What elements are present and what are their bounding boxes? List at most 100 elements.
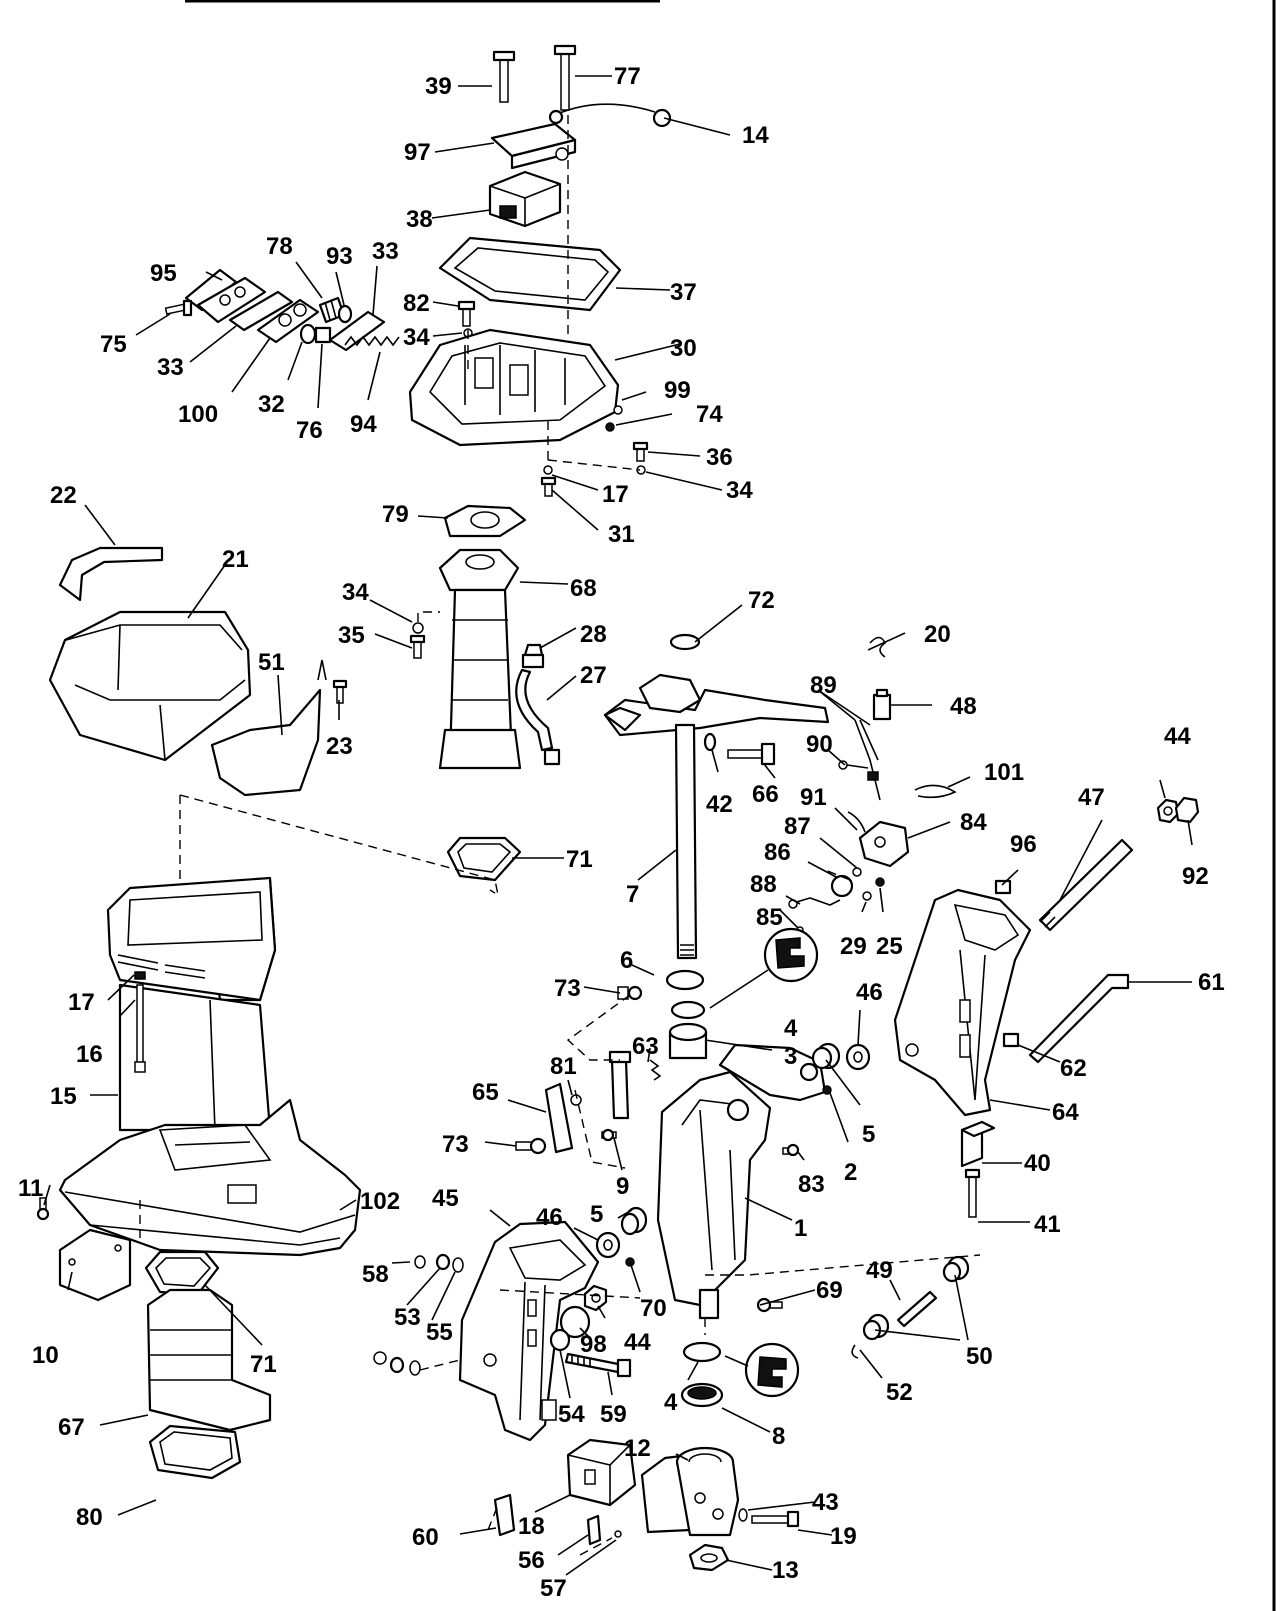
screw-41	[964, 1168, 981, 1218]
washer-54	[549, 1328, 571, 1352]
nut-74	[605, 422, 615, 432]
callout-50: 50	[966, 1343, 993, 1370]
bolt-66	[727, 742, 776, 766]
grease-symbol-top	[763, 927, 819, 983]
ring-86	[830, 874, 854, 898]
exhaust-housing-30	[408, 328, 620, 447]
drive-shaft-housing-15	[58, 876, 362, 1257]
callout-58: 58	[362, 1261, 389, 1288]
callout-71a: 71	[566, 846, 593, 873]
callout-81: 81	[550, 1053, 577, 1080]
callout-82: 82	[403, 290, 430, 317]
screw-9	[601, 1128, 617, 1142]
callout-102: 102	[360, 1188, 400, 1215]
washer-46b	[845, 1043, 871, 1071]
callout-44b: 44	[624, 1329, 651, 1356]
stern-bracket-64	[893, 888, 1032, 1117]
spring-94	[344, 335, 400, 347]
link-88	[788, 897, 841, 909]
callout-40: 40	[1024, 1150, 1051, 1177]
callout-86: 86	[764, 839, 791, 866]
steering-arm-7	[603, 673, 830, 960]
callout-96: 96	[1010, 831, 1037, 858]
screw-39	[492, 50, 516, 103]
callout-61: 61	[1198, 969, 1225, 996]
stud-16	[134, 984, 146, 1073]
bushing-62	[1002, 1032, 1020, 1048]
callout-60: 60	[412, 1524, 439, 1551]
nut-92	[1174, 796, 1200, 824]
swivel-bracket-1	[656, 1043, 827, 1320]
washer-42	[703, 732, 717, 752]
callout-36: 36	[706, 444, 733, 471]
callout-92: 92	[1182, 863, 1209, 890]
callout-49: 49	[866, 1257, 893, 1284]
callout-30: 30	[670, 335, 697, 362]
callout-25: 25	[876, 933, 903, 960]
callout-55: 55	[426, 1319, 453, 1346]
callout-21: 21	[222, 546, 249, 573]
callout-33b: 33	[372, 238, 399, 265]
callout-95: 95	[150, 260, 177, 287]
plug-28	[521, 643, 545, 669]
callout-4b: 4	[664, 1389, 678, 1416]
callout-20: 20	[924, 621, 951, 648]
gasket-37	[438, 236, 622, 312]
block-40	[960, 1120, 996, 1168]
callout-7: 7	[626, 881, 639, 908]
callout-71b: 71	[250, 1351, 277, 1378]
module-38	[488, 170, 562, 228]
callout-4a: 4	[784, 1015, 798, 1042]
callout-101: 101	[984, 759, 1024, 786]
nut-13	[688, 1543, 730, 1572]
callout-2: 2	[844, 1159, 857, 1186]
callout-46b: 46	[856, 979, 883, 1006]
clip-56	[586, 1514, 602, 1546]
washer-87	[852, 867, 862, 877]
callout-59: 59	[600, 1401, 627, 1428]
callout-64: 64	[1052, 1099, 1079, 1126]
callout-73b: 73	[442, 1131, 469, 1158]
callout-90: 90	[806, 731, 833, 758]
o-ring-93	[337, 304, 353, 324]
callout-38: 38	[406, 206, 433, 233]
swivel-housing-12	[640, 1446, 740, 1537]
callout-27: 27	[580, 662, 607, 689]
callout-32: 32	[258, 391, 285, 418]
stern-bracket-45	[458, 1220, 600, 1442]
callout-12: 12	[624, 1435, 651, 1462]
bolt-77	[553, 44, 577, 111]
nut-44b	[583, 1284, 608, 1312]
callout-labels: 39 77 14 97 38 37 82 34 30 99 74 36 34 1…	[18, 63, 1225, 1602]
callout-69: 69	[816, 1277, 843, 1304]
cover-plate-95	[184, 268, 267, 324]
connector-48	[872, 688, 892, 721]
bolt-47	[1038, 838, 1134, 932]
screw-35	[409, 634, 426, 659]
callout-23: 23	[326, 733, 353, 760]
callout-3: 3	[784, 1043, 797, 1070]
callout-80: 80	[76, 1504, 103, 1531]
callout-53: 53	[394, 1304, 421, 1331]
callout-37: 37	[670, 279, 697, 306]
cover-10	[58, 1228, 132, 1302]
washer-99	[613, 405, 623, 415]
washer-46a	[595, 1231, 621, 1259]
lever-81	[608, 1050, 632, 1120]
callout-9: 9	[616, 1173, 629, 1200]
callout-35: 35	[338, 622, 365, 649]
screw-36	[632, 441, 649, 462]
callout-54: 54	[558, 1401, 585, 1428]
callout-47: 47	[1078, 784, 1105, 811]
screw-82	[457, 300, 476, 327]
seal-8	[680, 1382, 724, 1408]
pin-49	[896, 1290, 938, 1328]
callout-78: 78	[266, 233, 293, 260]
callout-19: 19	[830, 1523, 857, 1550]
callout-74: 74	[696, 401, 723, 428]
gasket-79	[443, 504, 527, 538]
callout-39: 39	[425, 73, 452, 100]
sleeve-3	[668, 1022, 708, 1060]
nut-76	[314, 326, 332, 344]
